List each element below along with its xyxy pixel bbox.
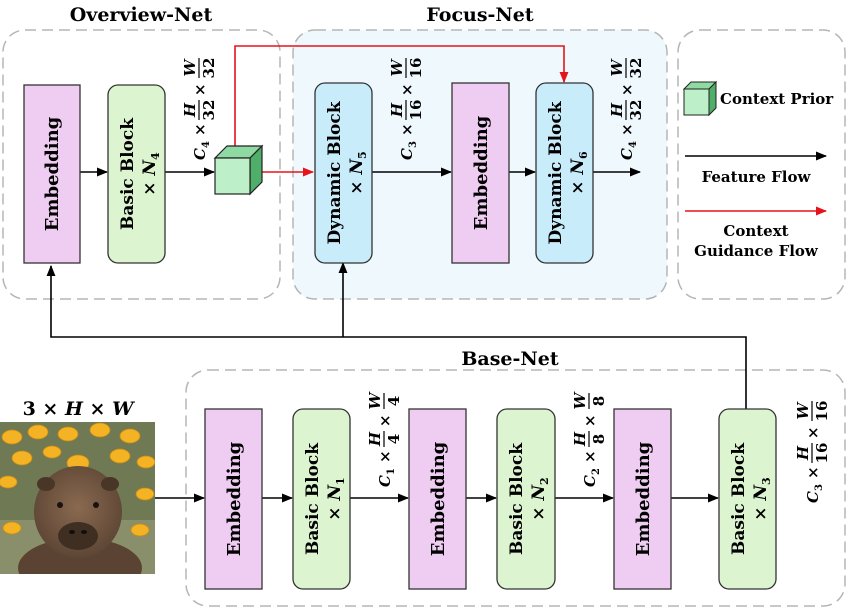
svg-text:×: × bbox=[618, 83, 636, 96]
context-prior-cube bbox=[213, 144, 264, 196]
overview-net-title: Overview-Net bbox=[70, 4, 213, 26]
svg-text:H: H bbox=[571, 431, 589, 447]
svg-text:× N1: × N1 bbox=[325, 477, 347, 520]
dim-label-c4-32-overview: C4 × H 32 × W 32 bbox=[181, 57, 218, 160]
svg-text:8: 8 bbox=[590, 396, 608, 406]
svg-text:×: × bbox=[804, 426, 822, 439]
svg-text:Guidance Flow: Guidance Flow bbox=[694, 242, 819, 260]
svg-text:Basic Block: Basic Block bbox=[729, 442, 749, 555]
svg-text:Feature Flow: Feature Flow bbox=[702, 168, 812, 186]
svg-text:C4 ×: C4 × bbox=[191, 123, 212, 160]
svg-text:Basic Block: Basic Block bbox=[303, 442, 323, 555]
base-basic-block-n1: Basic Block × N1 bbox=[292, 408, 351, 590]
svg-text:16: 16 bbox=[407, 58, 425, 79]
svg-text:C2 ×: C2 × bbox=[581, 450, 602, 487]
svg-text:16: 16 bbox=[813, 401, 831, 422]
svg-text:4: 4 bbox=[385, 434, 403, 444]
input-size-label: 3 × H × W bbox=[23, 398, 135, 420]
svg-text:Context: Context bbox=[723, 222, 788, 240]
svg-text:× N6: × N6 bbox=[568, 151, 590, 195]
legend-cube-icon bbox=[682, 80, 718, 117]
svg-text:Embedding: Embedding bbox=[471, 115, 492, 230]
svg-text:Embedding: Embedding bbox=[224, 441, 245, 556]
svg-text:Basic Block: Basic Block bbox=[118, 117, 138, 230]
svg-text:H: H bbox=[608, 102, 626, 118]
overview-embedding-block: Embedding bbox=[23, 84, 81, 264]
svg-text:W: W bbox=[794, 400, 812, 419]
focus-dynamic-block-n5: Dynamic Block × N5 bbox=[314, 82, 373, 264]
svg-text:×: × bbox=[376, 414, 394, 427]
svg-text:C1 ×: C1 × bbox=[376, 450, 397, 487]
svg-text:H: H bbox=[388, 102, 406, 118]
dim-label-c3-16-base: C3 × H 16 × W 16 bbox=[794, 400, 831, 503]
focus-net-title: Focus-Net bbox=[426, 4, 534, 26]
svg-text:C4 ×: C4 × bbox=[618, 123, 639, 160]
svg-text:16: 16 bbox=[407, 100, 425, 121]
svg-text:32: 32 bbox=[627, 100, 645, 121]
dim-label-c4-32-focus: C4 × H 32 × W 32 bbox=[608, 57, 645, 160]
dim-label-c1-4-base: C1 × H 4 × W 4 bbox=[366, 390, 403, 487]
svg-text:Embedding: Embedding bbox=[42, 116, 63, 231]
legend-panel bbox=[677, 29, 846, 300]
base-embedding-block-1: Embedding bbox=[204, 408, 263, 590]
legend-context-guidance-flow: Context Guidance Flow bbox=[685, 206, 828, 260]
legend-context-prior: Context Prior bbox=[682, 80, 834, 117]
focus-embedding-block: Embedding bbox=[451, 82, 510, 264]
dim-label-c2-8-base: C2 × H 8 × W 8 bbox=[571, 390, 608, 487]
svg-text:W: W bbox=[571, 390, 589, 409]
svg-text:32: 32 bbox=[627, 58, 645, 79]
svg-text:H: H bbox=[181, 102, 199, 118]
base-basic-block-n3: Basic Block × N3 bbox=[718, 408, 777, 590]
svg-text:Dynamic Block: Dynamic Block bbox=[546, 100, 566, 244]
svg-text:× N3: × N3 bbox=[751, 477, 773, 520]
dim-label-c3-16-focus: C3 × H 16 × W 16 bbox=[388, 57, 425, 160]
capybara-photo-icon bbox=[0, 422, 155, 574]
base-embedding-block-3: Embedding bbox=[613, 408, 672, 590]
svg-text:W: W bbox=[608, 57, 626, 76]
svg-text:4: 4 bbox=[385, 396, 403, 406]
context-guidance-lines bbox=[234, 45, 569, 177]
svg-text:32: 32 bbox=[200, 100, 218, 121]
svg-text:Context Prior: Context Prior bbox=[720, 90, 834, 108]
overview-basic-block: Basic Block × N4 bbox=[107, 84, 166, 264]
svg-text:32: 32 bbox=[200, 58, 218, 79]
svg-text:×: × bbox=[191, 83, 209, 96]
svg-text:16: 16 bbox=[813, 443, 831, 464]
legend-feature-flow: Feature Flow bbox=[685, 151, 828, 186]
svg-text:Embedding: Embedding bbox=[428, 441, 449, 556]
feature-flow-lines bbox=[46, 167, 747, 503]
focus-dynamic-block-n6: Dynamic Block × N6 bbox=[535, 82, 594, 264]
svg-text:Basic Block: Basic Block bbox=[507, 442, 527, 555]
svg-text:× N4: × N4 bbox=[140, 152, 162, 196]
svg-text:Dynamic Block: Dynamic Block bbox=[325, 100, 345, 244]
svg-text:W: W bbox=[388, 57, 406, 76]
svg-text:H: H bbox=[794, 445, 812, 461]
base-basic-block-n2: Basic Block × N2 bbox=[496, 408, 556, 590]
svg-text:W: W bbox=[181, 57, 199, 76]
svg-text:C3 ×: C3 × bbox=[804, 466, 825, 503]
svg-text:× N2: × N2 bbox=[529, 477, 551, 520]
svg-text:C3 ×: C3 × bbox=[398, 123, 419, 160]
svg-text:×: × bbox=[398, 83, 416, 96]
base-embedding-block-2: Embedding bbox=[408, 408, 467, 590]
svg-text:× N5: × N5 bbox=[347, 151, 369, 194]
svg-text:8: 8 bbox=[590, 434, 608, 444]
svg-text:W: W bbox=[366, 390, 384, 409]
base-net-title: Base-Net bbox=[461, 348, 558, 370]
svg-text:H: H bbox=[366, 431, 384, 447]
svg-text:×: × bbox=[581, 414, 599, 427]
svg-text:Embedding: Embedding bbox=[633, 441, 654, 556]
